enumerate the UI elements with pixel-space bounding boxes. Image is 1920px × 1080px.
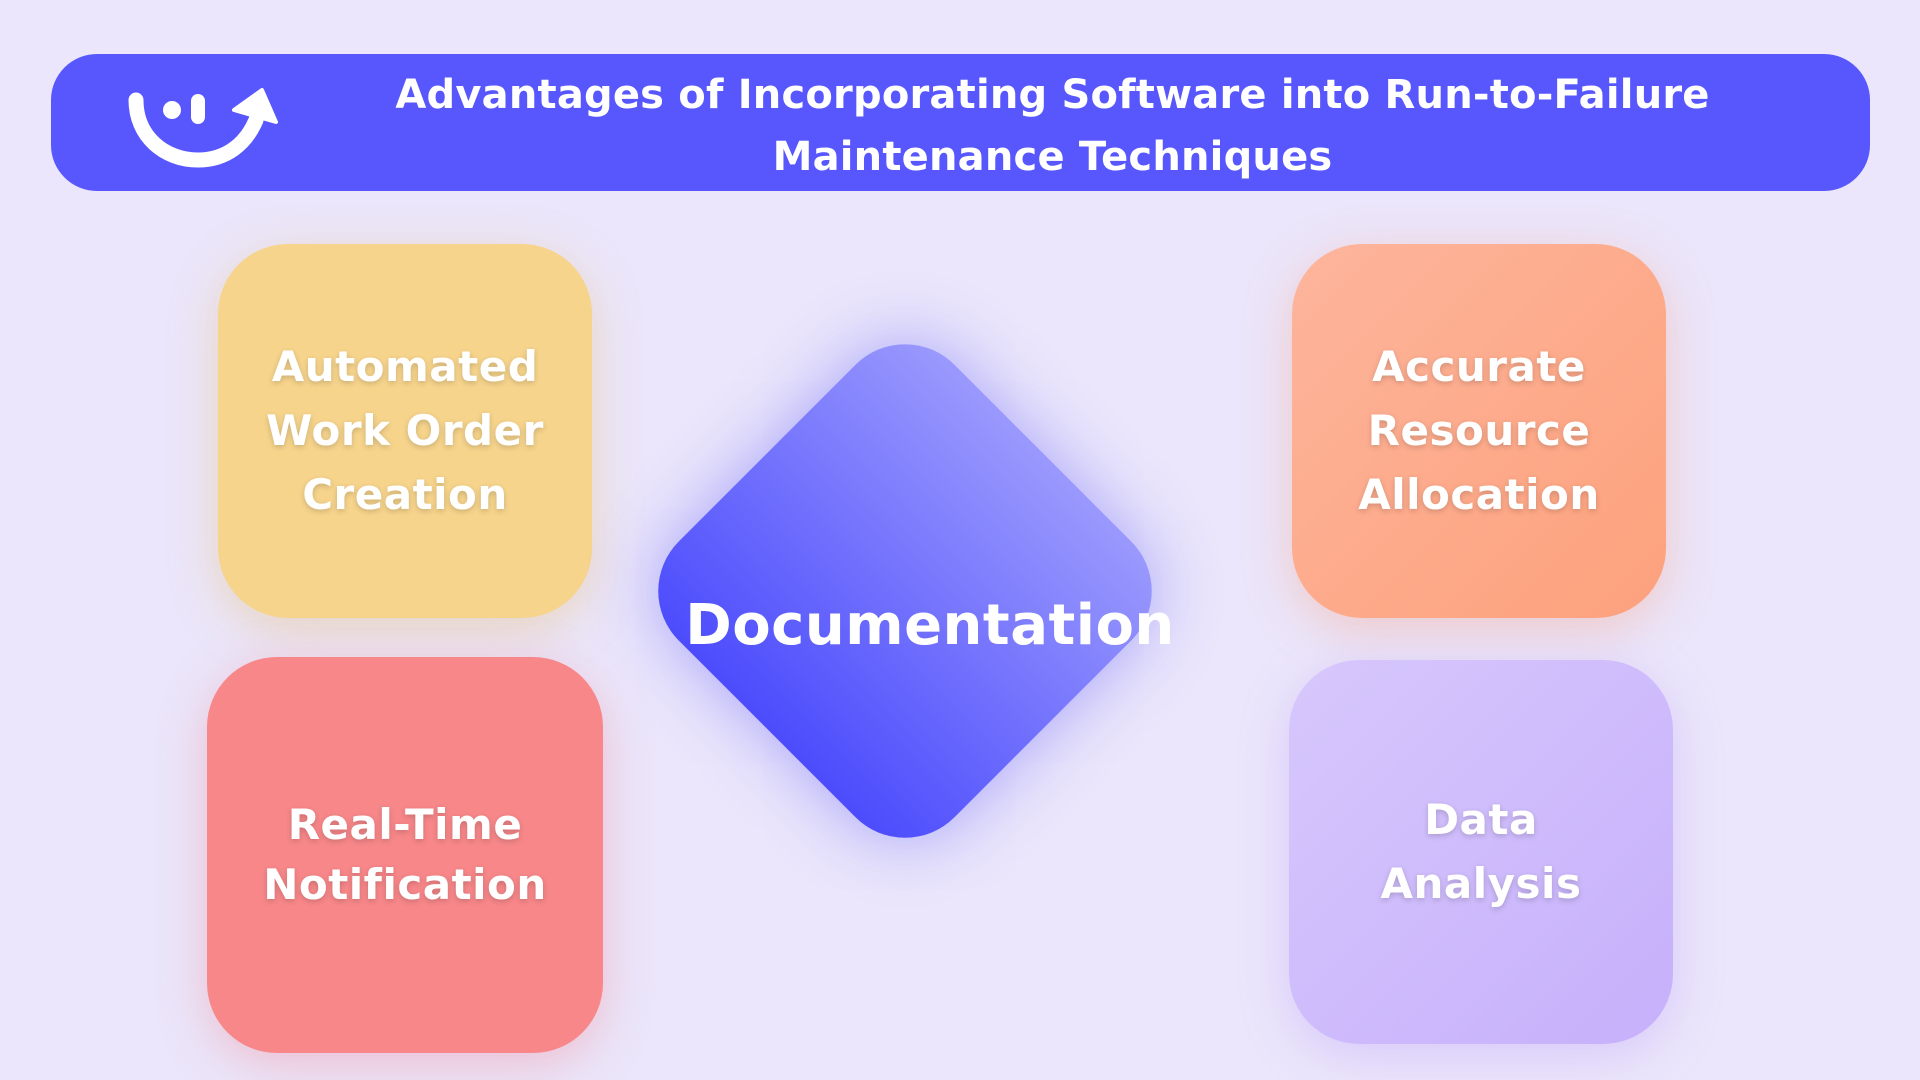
card-real-time-notification: Real-Time Notification xyxy=(207,657,603,1053)
card-automated-work-order-creation: Automated Work Order Creation xyxy=(218,244,592,618)
card-label: Automated Work Order Creation xyxy=(266,342,544,519)
page-title: Advantages of Incorporating Software int… xyxy=(395,72,1710,180)
smiley-arrow-logo-icon xyxy=(128,88,278,168)
card-data-analysis: Data Analysis xyxy=(1289,660,1673,1044)
card-label: Accurate Resource Allocation xyxy=(1358,342,1600,519)
card-label: Real-Time Notification xyxy=(263,800,547,909)
card-accurate-resource-allocation: Accurate Resource Allocation xyxy=(1292,244,1666,618)
header-banner xyxy=(51,54,1870,191)
center-label: Documentation xyxy=(685,593,1175,658)
card-label: Data Analysis xyxy=(1380,795,1582,908)
